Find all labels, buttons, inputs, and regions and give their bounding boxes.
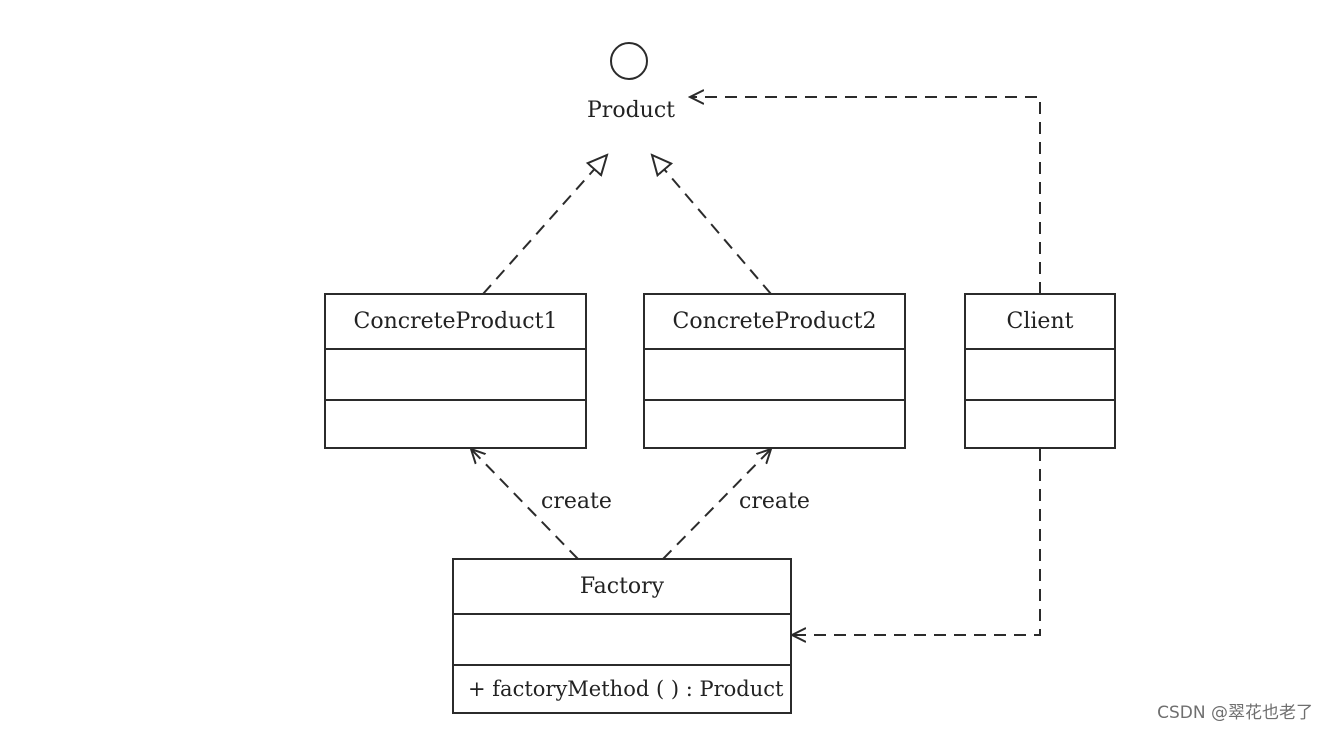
- attributes-compartment: [454, 613, 790, 664]
- methods-compartment: + factoryMethod ( ) : Product: [454, 664, 790, 712]
- class-name-cell: Client: [966, 295, 1114, 348]
- realization-line-concrete-product-2: [652, 155, 772, 295]
- class-name-concrete-product-2: ConcreteProduct2: [672, 309, 877, 334]
- dependency-line-client-factory: [792, 449, 1041, 635]
- class-name-cell: Factory: [454, 560, 790, 613]
- attributes-compartment: [326, 348, 585, 399]
- dependency-line-client-product: [690, 97, 1041, 294]
- create-line-factory-concrete-product-1: [471, 449, 579, 560]
- attributes-compartment: [966, 348, 1114, 399]
- class-box-concrete-product-2: ConcreteProduct2: [643, 293, 906, 449]
- class-name-concrete-product-1: ConcreteProduct1: [353, 309, 558, 334]
- methods-compartment: [326, 399, 585, 447]
- methods-compartment: [645, 399, 904, 447]
- methods-compartment: [966, 399, 1114, 447]
- class-name-client: Client: [1006, 309, 1074, 334]
- class-box-factory: Factory + factoryMethod ( ) : Product: [452, 558, 792, 714]
- class-name-cell: ConcreteProduct1: [326, 295, 585, 348]
- product-interface-circle: [610, 42, 648, 80]
- create-label-2: create: [739, 489, 810, 514]
- class-name-factory: Factory: [579, 574, 665, 599]
- create-label-1: create: [541, 489, 612, 514]
- create-line-factory-concrete-product-2: [662, 449, 771, 560]
- class-box-client: Client: [964, 293, 1116, 449]
- realization-line-concrete-product-1: [482, 155, 607, 295]
- class-name-cell: ConcreteProduct2: [645, 295, 904, 348]
- attributes-compartment: [645, 348, 904, 399]
- watermark-text: CSDN @翠花也老了: [1157, 703, 1313, 723]
- product-interface-label: Product: [587, 98, 675, 123]
- factory-method-signature: + factoryMethod ( ) : Product: [468, 677, 784, 701]
- class-box-concrete-product-1: ConcreteProduct1: [324, 293, 587, 449]
